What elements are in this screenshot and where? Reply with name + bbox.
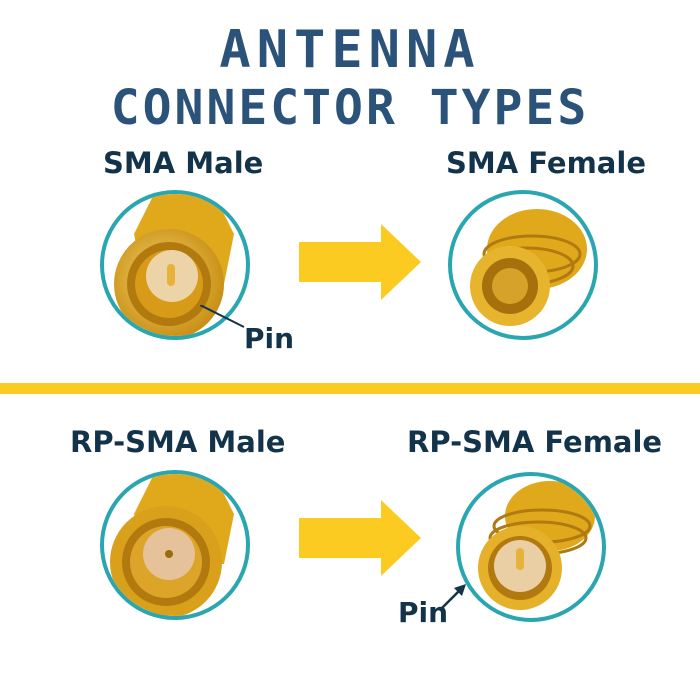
sma-female-label: SMA Female <box>446 146 646 180</box>
arrow-right-icon <box>299 500 421 576</box>
sma-male-label: SMA Male <box>103 146 264 180</box>
title-line-2: CONNECTOR TYPES <box>110 80 590 136</box>
sma-female-image <box>448 190 598 340</box>
pin-callout-line <box>200 305 245 328</box>
rp-sma-female-image <box>456 472 606 622</box>
rp-sma-female-label: RP-SMA Female <box>407 425 663 459</box>
title-line-1: ANTENNA <box>219 20 481 80</box>
arrow-right-icon <box>299 224 421 300</box>
pin-callout-arrow <box>441 584 466 609</box>
pin-callout-bottom: Pin <box>398 596 449 629</box>
rp-sma-male-label: RP-SMA Male <box>70 425 286 459</box>
sma-male-image <box>100 190 250 340</box>
rp-sma-male-image <box>100 470 250 620</box>
pin-callout-top: Pin <box>244 322 295 355</box>
section-divider <box>0 383 700 394</box>
